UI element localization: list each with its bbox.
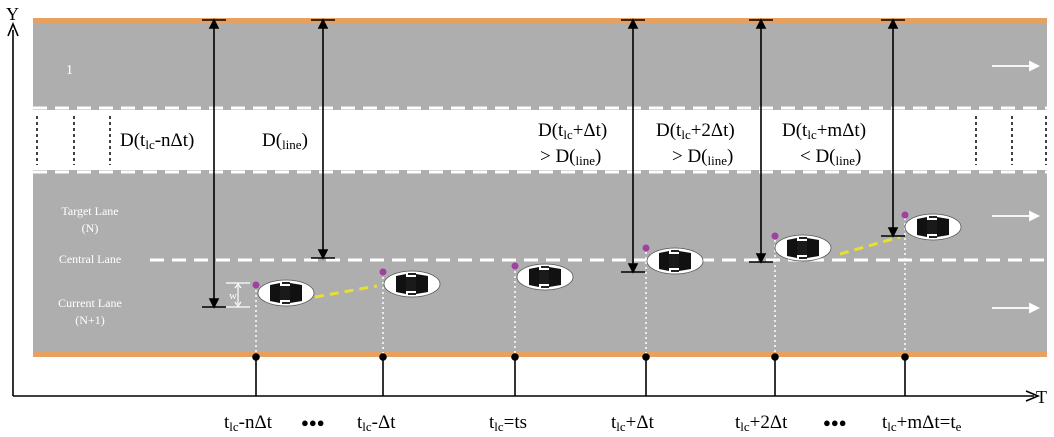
distance-arrows [202,18,905,309]
distance-label-tlc-plus-mdt: D(tlc+mΔt) [782,120,866,142]
reference-points [252,211,909,289]
current-lane-label: Current Lane [58,296,122,310]
time-label-tlc-plus-2dt: tlc+2Δt [735,412,788,434]
t-axis-label: T [1036,387,1047,407]
time-ellipsis-1: ●●● [301,415,325,430]
time-labels: tlc-nΔt ●●● tlc-Δt tlc=ts tlc+Δt tlc+2Δt… [224,412,962,434]
target-lane-id: (N) [82,221,99,235]
upper-lane-number: 1 [66,63,73,78]
vehicle-width-label: w [229,290,237,302]
target-lane-label: Target Lane [61,204,118,218]
distance-label-tlc-plus-2dt-cond: > D(line) [672,146,733,168]
white-buffer-strip [33,110,1047,170]
time-label-tlc-plus-mdt: tlc+mΔt=te [882,412,962,434]
time-ellipsis-2: ●●● [823,415,847,430]
distance-labels: D(tlc-nΔt) D(line) D(tlc+Δt) > D(line) D… [120,120,866,168]
time-label-tlc-ts: tlc=ts [489,412,527,434]
trajectory [314,235,901,299]
vehicle-width-bracket [226,282,250,308]
buffer-dotted-markers [36,116,1047,165]
distance-label-line: D(line) [262,130,308,152]
vehicle-4 [646,247,704,275]
axes [7,21,1041,402]
road [33,18,1047,357]
vehicle-6 [904,213,962,241]
time-label-tlc-minus-dt: tlc-Δt [357,412,396,434]
vehicle-3 [516,263,574,291]
vehicle-2 [383,270,441,298]
vehicle-5 [774,234,832,262]
time-drop-lines [255,218,906,355]
time-label-tlc-minus-ndt: tlc-nΔt [224,412,273,434]
lane-labels: 1 Target Lane (N) Central Lane Current L… [58,63,122,327]
direction-arrows [992,60,1041,314]
y-axis-label: Y [6,4,19,24]
distance-label-tlc-plus-dt: D(tlc+Δt) [538,120,607,142]
time-label-tlc-plus-dt: tlc+Δt [611,412,655,434]
time-ticks [252,353,909,396]
distance-label-tlc-plus-dt-cond: > D(line) [540,146,601,168]
distance-label-tlc-plus-mdt-cond: < D(line) [800,146,861,168]
current-lane-id: (N+1) [75,313,104,327]
distance-label-tlc-plus-2dt: D(tlc+2Δt) [656,120,735,142]
vehicle-1 [257,279,315,307]
distance-label-tlc-minus-ndt: D(tlc-nΔt) [120,130,194,152]
upper-road-edge [33,18,1047,23]
lower-road-edge [33,352,1047,357]
upper-lane [33,23,1047,110]
central-lane-label: Central Lane [59,252,121,266]
